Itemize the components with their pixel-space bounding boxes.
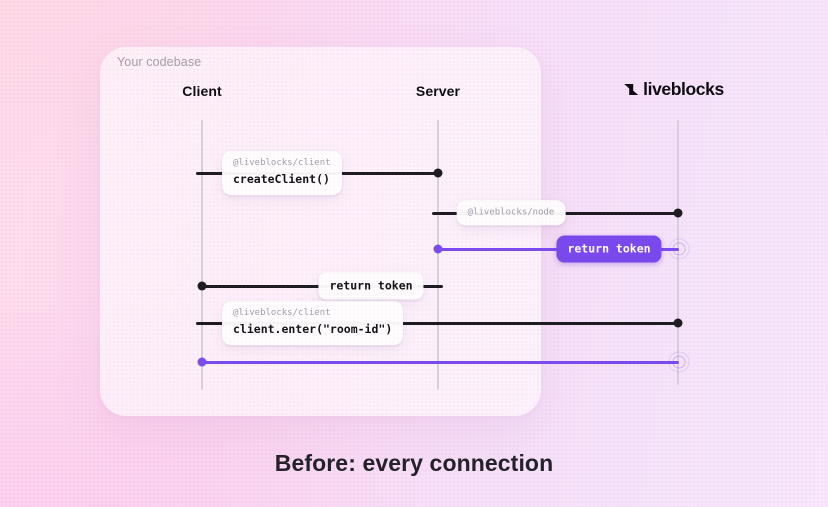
package-label: @liveblocks/node [467, 207, 555, 218]
package-label: @liveblocks/client [233, 158, 331, 169]
return-token-badge: return token [318, 272, 424, 300]
arrow-dot-client-enter [673, 318, 683, 328]
arrow-dot-return-token [197, 281, 207, 291]
arrow-dot-node-auth [673, 208, 683, 218]
arrow-dot-create-client [433, 168, 443, 178]
code-label: createClient() [233, 172, 330, 187]
lane-header-client: Client [182, 83, 222, 99]
ripple-icon [668, 238, 690, 260]
lifeline-server [437, 120, 439, 390]
lifeline-client [201, 120, 203, 390]
package-label: @liveblocks/client [233, 308, 331, 319]
return-token-badge-purple: return token [556, 235, 662, 263]
message-card-node-auth: @liveblocks/node [456, 200, 566, 226]
message-line-client-enter [196, 321, 678, 325]
codebase-panel-label: Your codebase [117, 55, 202, 69]
your-codebase-panel [100, 47, 541, 416]
liveblocks-brand: liveblocks [624, 79, 724, 100]
arrow-dot-connection [197, 357, 207, 367]
message-card-client-enter: @liveblocks/client client.enter("room-id… [222, 301, 404, 345]
message-card-create-client: @liveblocks/client createClient() [222, 151, 342, 195]
liveblocks-brand-text: liveblocks [643, 79, 724, 99]
message-line-connection [202, 360, 679, 364]
arrow-dot-return-token-purple [433, 244, 443, 254]
liveblocks-logo-icon [624, 83, 639, 96]
ripple-icon [668, 351, 690, 373]
code-label: client.enter("room-id") [233, 322, 393, 337]
lane-header-server: Server [415, 83, 461, 99]
diagram-caption: Before: every connection [274, 450, 554, 476]
